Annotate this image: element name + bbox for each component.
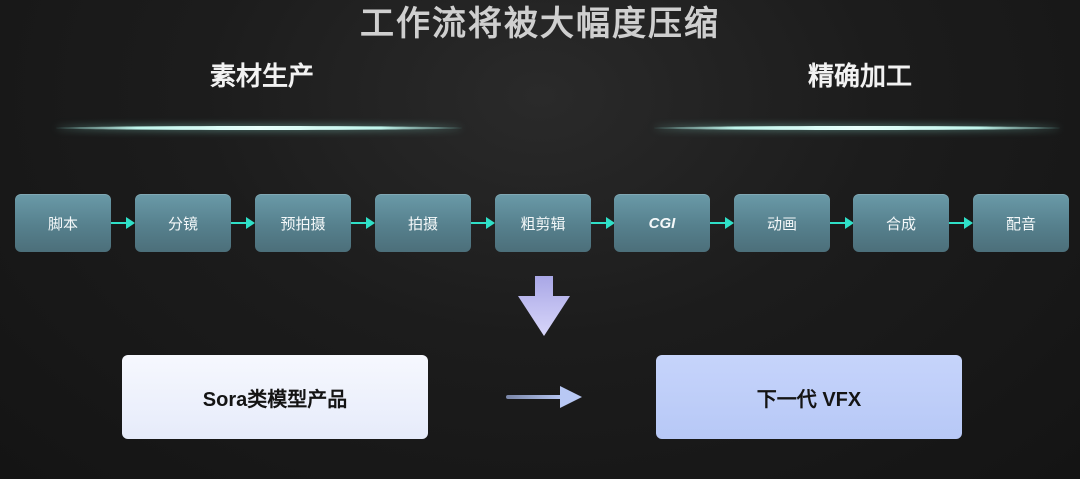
workflow-step: 粗剪辑 xyxy=(495,194,591,252)
workflow-step: 脚本 xyxy=(15,194,111,252)
workflow-step: 分镜 xyxy=(135,194,231,252)
glow-divider-left xyxy=(56,126,462,130)
workflow-step: 合成 xyxy=(853,194,949,252)
connector-arrow xyxy=(710,217,734,229)
page-title: 工作流将被大幅度压缩 xyxy=(360,5,720,43)
connector-arrow xyxy=(949,217,973,229)
connector-arrow xyxy=(830,217,854,229)
workflow-step: 动画 xyxy=(734,194,830,252)
workflow-step: CGI xyxy=(614,194,710,252)
result-box-sora-products: Sora类模型产品 xyxy=(122,355,428,439)
workflow-step: 预拍摄 xyxy=(255,194,351,252)
result-box-next-gen-vfx: 下一代 VFX xyxy=(656,355,962,439)
section-label-precise-processing: 精确加工 xyxy=(807,61,912,91)
connector-arrow xyxy=(591,217,615,229)
glow-divider-right xyxy=(654,126,1060,130)
connector-arrow xyxy=(351,217,375,229)
workflow-step: 配音 xyxy=(973,194,1069,252)
section-label-material-production: 素材生产 xyxy=(209,61,314,91)
connector-arrow xyxy=(111,217,135,229)
connector-arrow xyxy=(231,217,255,229)
workflow-step: 拍摄 xyxy=(375,194,471,252)
connector-arrow xyxy=(471,217,495,229)
down-arrow-icon xyxy=(518,276,570,336)
right-arrow-icon xyxy=(506,386,582,408)
